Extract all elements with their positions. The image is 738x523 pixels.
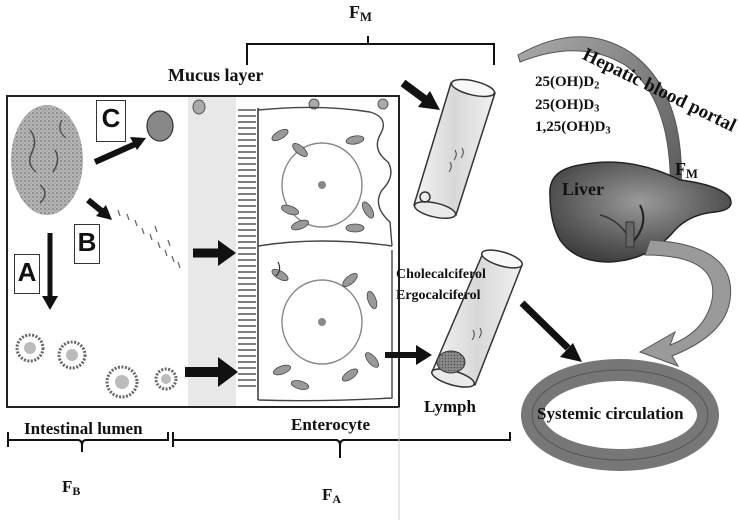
metabolite-125ohd3: 1,25(OH)D3 [535,119,611,137]
liver-organ [549,161,732,263]
fb-label: FB [62,477,81,498]
pathway-a-label: A [14,254,40,294]
enterocyte-label: Enterocyte [291,415,370,434]
lymph-label: Lymph [424,397,476,416]
liver-label: Liver [562,179,604,199]
particle-c [146,110,174,142]
dispersed-molecules [117,209,181,269]
mucus-layer-label: Mucus layer [168,65,264,85]
metabolite-25ohd3: 25(OH)D3 [535,97,600,115]
intestinal-lumen-label: Intestinal lumen [24,419,143,438]
metabolite-25ohd2: 25(OH)D2 [535,74,600,92]
fa-label: FA [322,485,341,506]
food-particle [11,105,83,215]
pathway-b-label: B [74,224,100,264]
fm-bracket-top [246,36,495,65]
fb-brace [7,432,169,452]
portal-vessel [413,78,496,220]
cholecalciferol-label: Cholecalciferol [396,267,486,282]
lymph-vessel [430,249,524,388]
liver-to-circulation-arrow [638,239,732,367]
fm-top-label: FM [349,2,372,25]
ergocalciferol-label: Ergocalciferol [396,288,481,303]
enterocyte-cells [257,106,393,402]
systemic-circulation-label: Systemic circulation [537,404,684,423]
fm-liver-label: FM [675,159,698,182]
pathway-c-label: C [96,100,126,142]
micelles [15,333,178,399]
uptake-arrows [185,240,238,387]
mitochondria [271,128,379,390]
brush-border [238,108,259,400]
fa-brace [172,432,511,458]
